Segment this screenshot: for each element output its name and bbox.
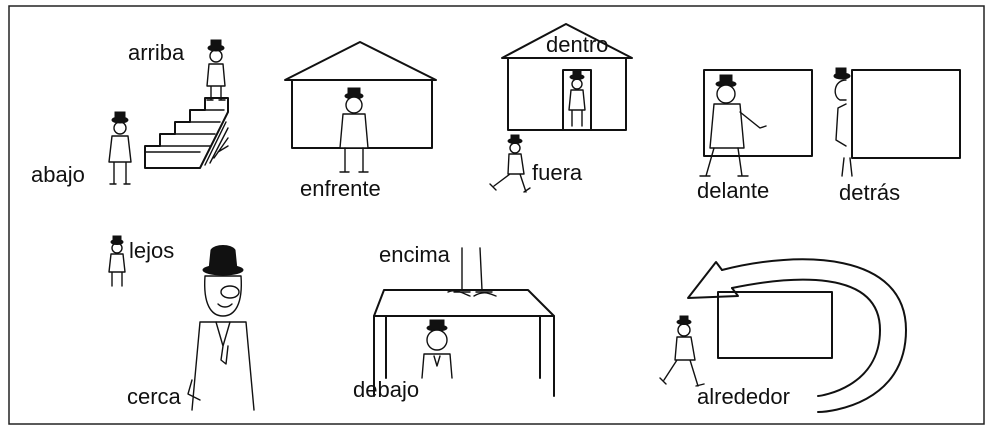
board-detras: [851, 69, 961, 159]
label-fuera: fuera: [532, 160, 583, 185]
label-dentro: dentro: [546, 32, 609, 57]
arrow-around: [687, 258, 907, 413]
label-cerca: cerca: [127, 384, 181, 409]
man-detras: [833, 67, 853, 177]
man-under-table: [421, 319, 453, 379]
label-abajo: abajo: [31, 162, 85, 187]
man-lejos: [108, 235, 126, 287]
label-alrededor: alrededor: [697, 384, 790, 409]
legs-on-table: [447, 247, 497, 297]
label-detras: detrás: [839, 180, 901, 205]
label-encima: encima: [379, 242, 450, 267]
board-delante: [703, 69, 813, 157]
label-arriba: arriba: [128, 40, 185, 65]
man-top-of-stairs: [206, 39, 226, 101]
label-delante: delante: [697, 178, 770, 203]
table-drawing: [373, 289, 555, 397]
label-debajo: debajo: [353, 377, 420, 402]
man-cerca: [187, 245, 255, 411]
man-alrededor: [659, 315, 705, 387]
man-inside-door: [568, 70, 586, 127]
man-delante: [699, 74, 767, 177]
label-lejos: lejos: [129, 238, 175, 263]
frame-border: [8, 5, 985, 425]
man-enfrente: [339, 87, 369, 173]
box-alrededor: [717, 291, 833, 359]
man-walking-outside: [489, 134, 531, 193]
label-enfrente: enfrente: [300, 176, 381, 201]
man-bottom-of-stairs: [108, 111, 132, 185]
house-dentro: [501, 23, 633, 131]
stairs-drawing: [144, 97, 229, 169]
